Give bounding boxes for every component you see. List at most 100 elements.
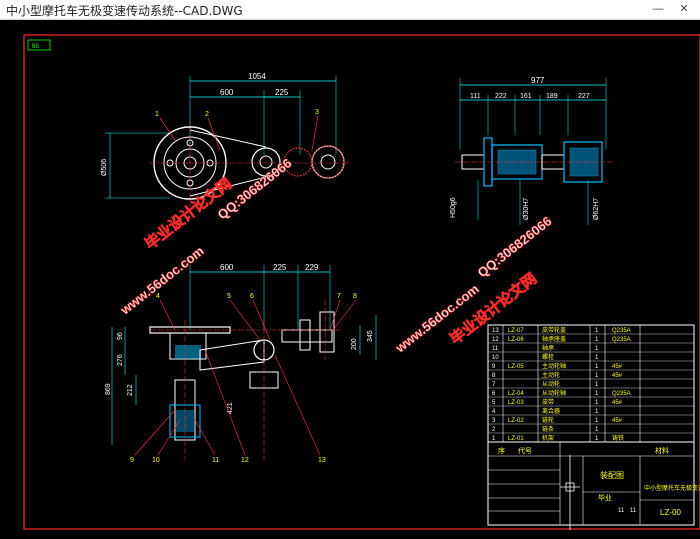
dim-seg-1: 111 xyxy=(470,93,481,100)
balloon-10: 10 xyxy=(152,457,160,464)
front-view: 600 225 229 869 96 276 212 421 200 345 xyxy=(105,263,377,464)
bom-cell-code: LZ-01 xyxy=(508,436,524,442)
balloon-6: 6 xyxy=(250,293,254,300)
bom-cell-qty: 1 xyxy=(595,391,599,397)
dim-dia-top: Ø506 xyxy=(101,159,108,176)
cad-canvas[interactable]: BS 1054 600 225 Ø506 xyxy=(0,20,700,539)
bom-cell-qty: 1 xyxy=(595,436,599,442)
bom-cell-mat: 45# xyxy=(612,364,623,370)
dim-96: 96 xyxy=(117,332,124,340)
title-block: 序 代号 材料 装配图 毕业 中小型摩托车无极变速传动系统 LZ-00 11 1… xyxy=(487,441,700,530)
bom-cell-no: 1 xyxy=(492,436,496,442)
dim-overall-top: 1054 xyxy=(248,72,266,81)
viewport-tag-box xyxy=(27,39,51,51)
bom-cell-name: 皮带 xyxy=(542,398,554,406)
bom-cell-name: 主动轮 xyxy=(542,371,560,379)
dim-200: 200 xyxy=(351,338,358,350)
balloon-1-top: 1 xyxy=(155,111,159,118)
bom-cell-qty: 1 xyxy=(595,400,599,406)
bom-cell-name: 从动轮轴 xyxy=(542,389,566,397)
tb-sheet: 11 xyxy=(630,508,637,514)
balloon-12: 12 xyxy=(241,457,249,464)
bom-cell-mat: 45# xyxy=(612,400,623,406)
dim-229-front: 229 xyxy=(305,263,319,272)
dim-212: 212 xyxy=(127,384,134,396)
bom-cell-qty: 1 xyxy=(595,409,599,415)
dim-600-top: 600 xyxy=(220,88,234,97)
dim-seg-5: 227 xyxy=(578,93,590,100)
top-view: 1054 600 225 Ø506 1 2 3 xyxy=(101,72,350,206)
dim-seg-2: 222 xyxy=(495,93,507,100)
bom-cell-name: 轴承 xyxy=(542,344,554,352)
bom-cell-code: LZ-07 xyxy=(508,328,524,334)
bom-cell-qty: 1 xyxy=(595,337,599,343)
bom-cell-qty: 1 xyxy=(595,328,599,334)
bom-cell-qty: 1 xyxy=(595,427,599,433)
dim-225-front: 225 xyxy=(273,263,287,272)
close-icon[interactable]: ✕ xyxy=(679,3,689,15)
balloon-5: 5 xyxy=(227,293,231,300)
dim-345: 345 xyxy=(367,330,374,342)
tb-header-code: 代号 xyxy=(518,446,532,455)
bom-cell-code: LZ-06 xyxy=(508,337,524,343)
bom-cell-code: LZ-05 xyxy=(508,364,524,370)
cad-drawing[interactable]: BS 1054 600 225 Ø506 xyxy=(0,20,700,539)
bom-cell-qty: 1 xyxy=(595,373,599,379)
dim-600-front: 600 xyxy=(220,263,234,272)
bom-cell-qty: 1 xyxy=(595,382,599,388)
bom-cell-name: 轴承座盖 xyxy=(542,335,566,343)
dim-421: 421 xyxy=(227,402,234,414)
bom-cell-name: 螺栓 xyxy=(542,353,554,361)
bom-cell-qty: 1 xyxy=(595,355,599,361)
bom-cell-qty: 1 xyxy=(595,418,599,424)
dim-225-top: 225 xyxy=(275,88,289,97)
bom-cell-no: 2 xyxy=(492,427,496,433)
balloon-13: 13 xyxy=(318,457,326,464)
balloon-4: 4 xyxy=(156,293,160,300)
bom-cell-name: 链轮 xyxy=(542,416,554,424)
bom-cell-mat: Q235A xyxy=(612,337,631,343)
balloon-3-top: 3 xyxy=(315,109,319,116)
bom-cell-mat: 45# xyxy=(612,418,623,424)
bom-cell-name: 链条 xyxy=(542,425,554,433)
tb-label: 装配图 xyxy=(600,470,624,480)
viewport-tag: BS xyxy=(32,43,40,50)
fit-3: Ø62H7 xyxy=(593,198,600,220)
bom-cell-qty: 1 xyxy=(595,364,599,370)
minimize-icon[interactable]: — xyxy=(652,3,664,15)
dim-overall-right: 977 xyxy=(531,76,545,85)
balloon-8: 8 xyxy=(353,293,357,300)
bom-cell-no: 8 xyxy=(492,373,496,379)
tb-drawing-no: LZ-00 xyxy=(660,508,681,517)
balloon-7: 7 xyxy=(337,293,341,300)
bom-cell-name: 皮带轮盖 xyxy=(542,326,566,334)
balloon-2-top: 2 xyxy=(205,111,209,118)
balloon-11: 11 xyxy=(212,457,219,464)
bom-cell-mat: 45# xyxy=(612,373,623,379)
dim-seg-3: 161 xyxy=(520,93,532,100)
bom-cell-no: 12 xyxy=(492,337,499,343)
bom-cell-mat: Q235A xyxy=(612,328,631,334)
tb-school: 毕业 xyxy=(598,493,612,502)
bom-cell-no: 11 xyxy=(492,346,499,352)
bom-cell-name: 主动轮轴 xyxy=(542,362,566,370)
bom-cell-code: LZ-04 xyxy=(508,391,524,397)
dim-869: 869 xyxy=(105,383,112,395)
tb-scale: 11 xyxy=(618,508,625,514)
tb-project: 中小型摩托车无极变速传动系统 xyxy=(644,484,700,492)
window-titlebar: 中小型摩托车无极变速传动系统--CAD.DWG — ✕ xyxy=(0,0,700,20)
bom-cell-name: 机架 xyxy=(542,434,554,442)
bom-cell-name: 从动轮 xyxy=(542,380,560,388)
bom-cell-no: 4 xyxy=(492,409,496,415)
dim-276: 276 xyxy=(117,354,124,366)
bom-cell-name: 离合器 xyxy=(542,407,560,415)
bom-cell-mat: Q235A xyxy=(612,391,631,397)
bom-cell-code: LZ-02 xyxy=(508,418,524,424)
fit-2: Ø30H7 xyxy=(523,198,530,220)
fit-1: H50g6 xyxy=(450,197,457,218)
right-view: 977 111 222 161 189 227 H50g6 Ø30H7 Ø62H… xyxy=(450,76,612,225)
bom-cell-no: 3 xyxy=(492,418,496,424)
bom-cell-qty: 1 xyxy=(595,346,599,352)
drawing-border xyxy=(23,34,700,530)
